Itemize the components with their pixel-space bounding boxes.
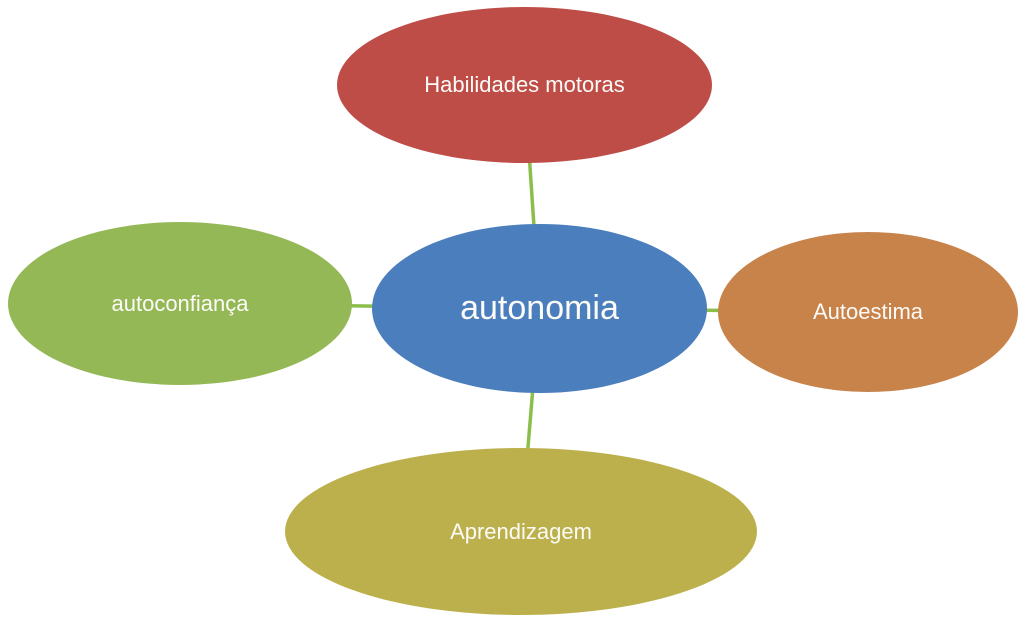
node-habilidades-motoras: Habilidades motoras: [337, 7, 712, 163]
node-label: Autoestima: [812, 299, 924, 325]
node-aprendizagem: Aprendizagem: [285, 448, 757, 615]
node-label: Habilidades motoras: [424, 72, 625, 98]
node-label: Aprendizagem: [450, 518, 592, 544]
node-autoconfianca: autoconfiança: [8, 222, 352, 385]
node-autonomia-center: autonomia: [372, 224, 707, 393]
node-autoestima: Autoestima: [718, 232, 1018, 392]
node-label: autoconfiança: [111, 290, 249, 316]
node-label: autonomia: [460, 288, 619, 327]
